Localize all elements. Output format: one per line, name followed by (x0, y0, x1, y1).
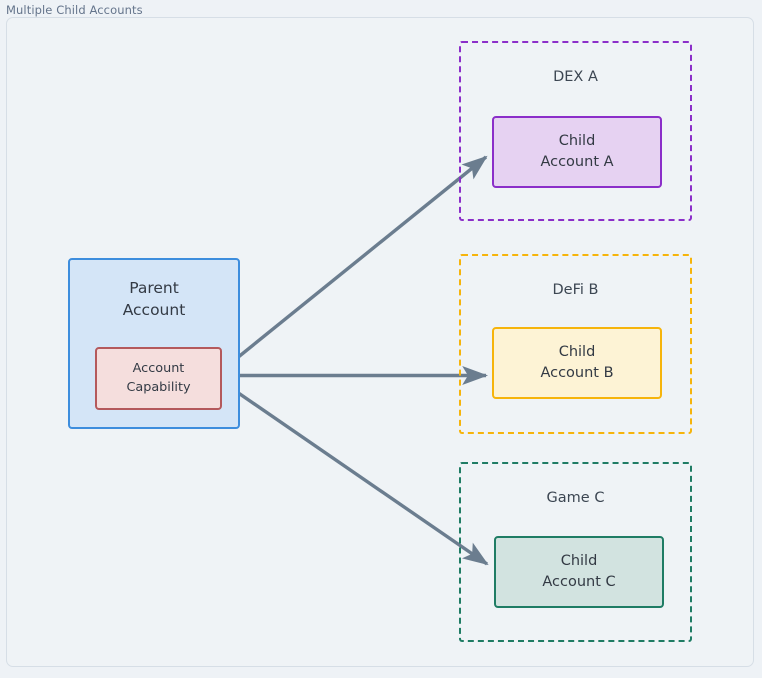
account-capability-label: Account Capability (126, 360, 191, 395)
group-game-c-label: Game C (546, 490, 605, 506)
child-account-b-label: Child Account B (540, 343, 614, 381)
parent-account-node[interactable]: Parent Account Account Capability (68, 258, 240, 429)
group-defi-b[interactable]: DeFi B (459, 254, 692, 434)
account-capability-node[interactable]: Account Capability (95, 347, 222, 410)
child-account-b-node[interactable]: Child Account B (492, 327, 662, 399)
group-dex-a-label: DEX A (553, 69, 598, 85)
child-account-c-node[interactable]: Child Account C (494, 536, 664, 608)
group-game-c[interactable]: Game C (459, 462, 692, 642)
diagram-title: Multiple Child Accounts (6, 3, 143, 17)
parent-account-label: Parent Account (122, 279, 186, 319)
group-defi-b-label: DeFi B (552, 282, 599, 298)
child-account-a-node[interactable]: Child Account A (492, 116, 662, 188)
group-dex-a[interactable]: DEX A (459, 41, 692, 221)
child-account-c-label: Child Account C (542, 552, 616, 590)
child-account-a-label: Child Account A (540, 132, 614, 170)
